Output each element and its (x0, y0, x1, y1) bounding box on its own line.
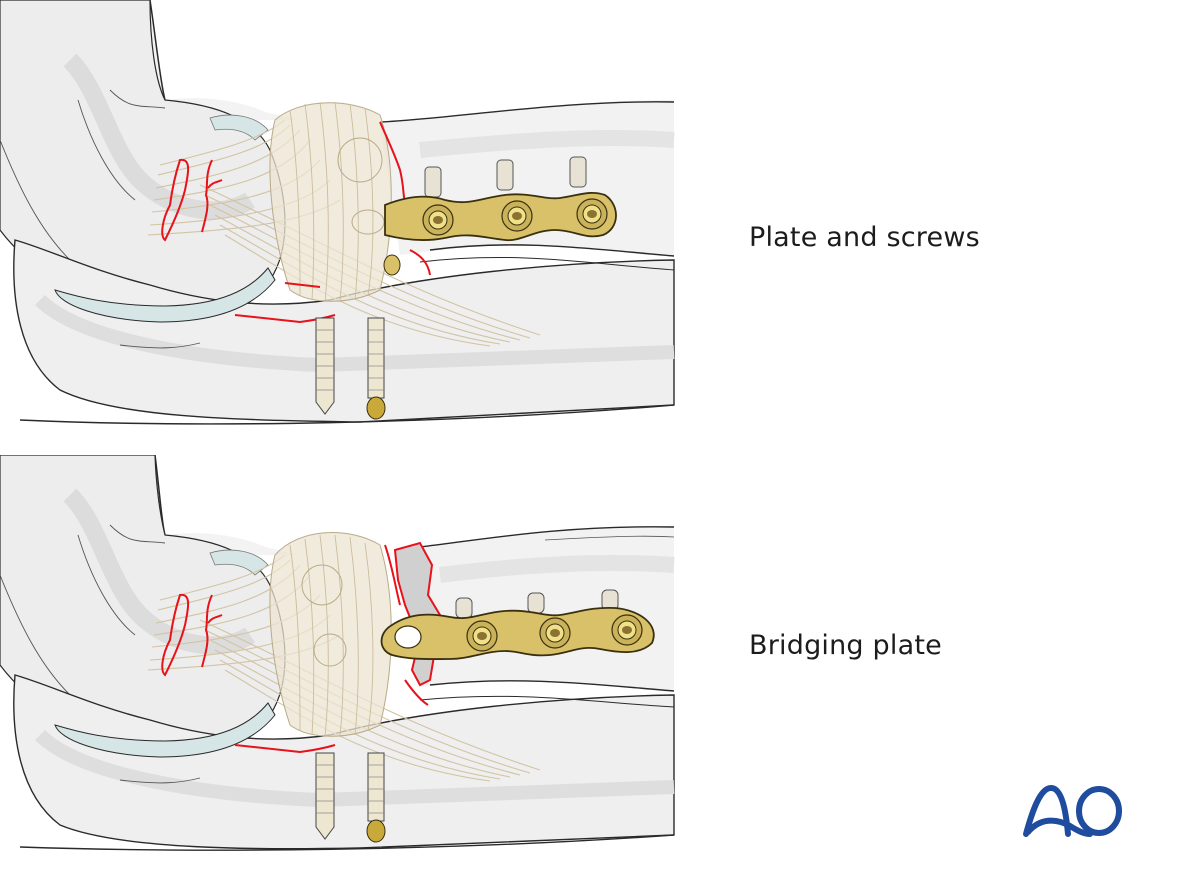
fracture-lines (161, 544, 429, 754)
plate-holes (422, 198, 608, 236)
elbow-diagram (0, 0, 675, 425)
plate-screws (424, 156, 587, 198)
cartilage-trochlea (54, 702, 276, 758)
illustration-bridging-plate (0, 455, 676, 855)
humerus-outline (149, 0, 166, 101)
plate-holes (394, 614, 643, 652)
cartilage-capitellum (209, 114, 269, 141)
implant-plate (380, 589, 655, 660)
ao-logo-icon (1023, 784, 1122, 837)
ao-foundation-logo (1018, 782, 1128, 842)
cartilage-trochlea (54, 267, 276, 323)
implant-plate (383, 156, 617, 276)
annular-ligament (269, 102, 392, 302)
lag-screw-1 (315, 752, 335, 840)
lag-screw-2 (367, 752, 385, 822)
humerus-shade (63, 53, 255, 220)
illustration-plate-and-screws (0, 0, 676, 430)
lag-screws (315, 752, 386, 843)
plate-screws (455, 589, 619, 619)
lag-screws (315, 317, 386, 420)
elbow-diagram (0, 455, 675, 851)
caption-plate-and-screws: Plate and screws (749, 222, 980, 253)
caption-bridging-plate: Bridging plate (749, 630, 942, 661)
forearm-ulna (13, 239, 675, 423)
cartilage-capitellum (209, 549, 269, 576)
